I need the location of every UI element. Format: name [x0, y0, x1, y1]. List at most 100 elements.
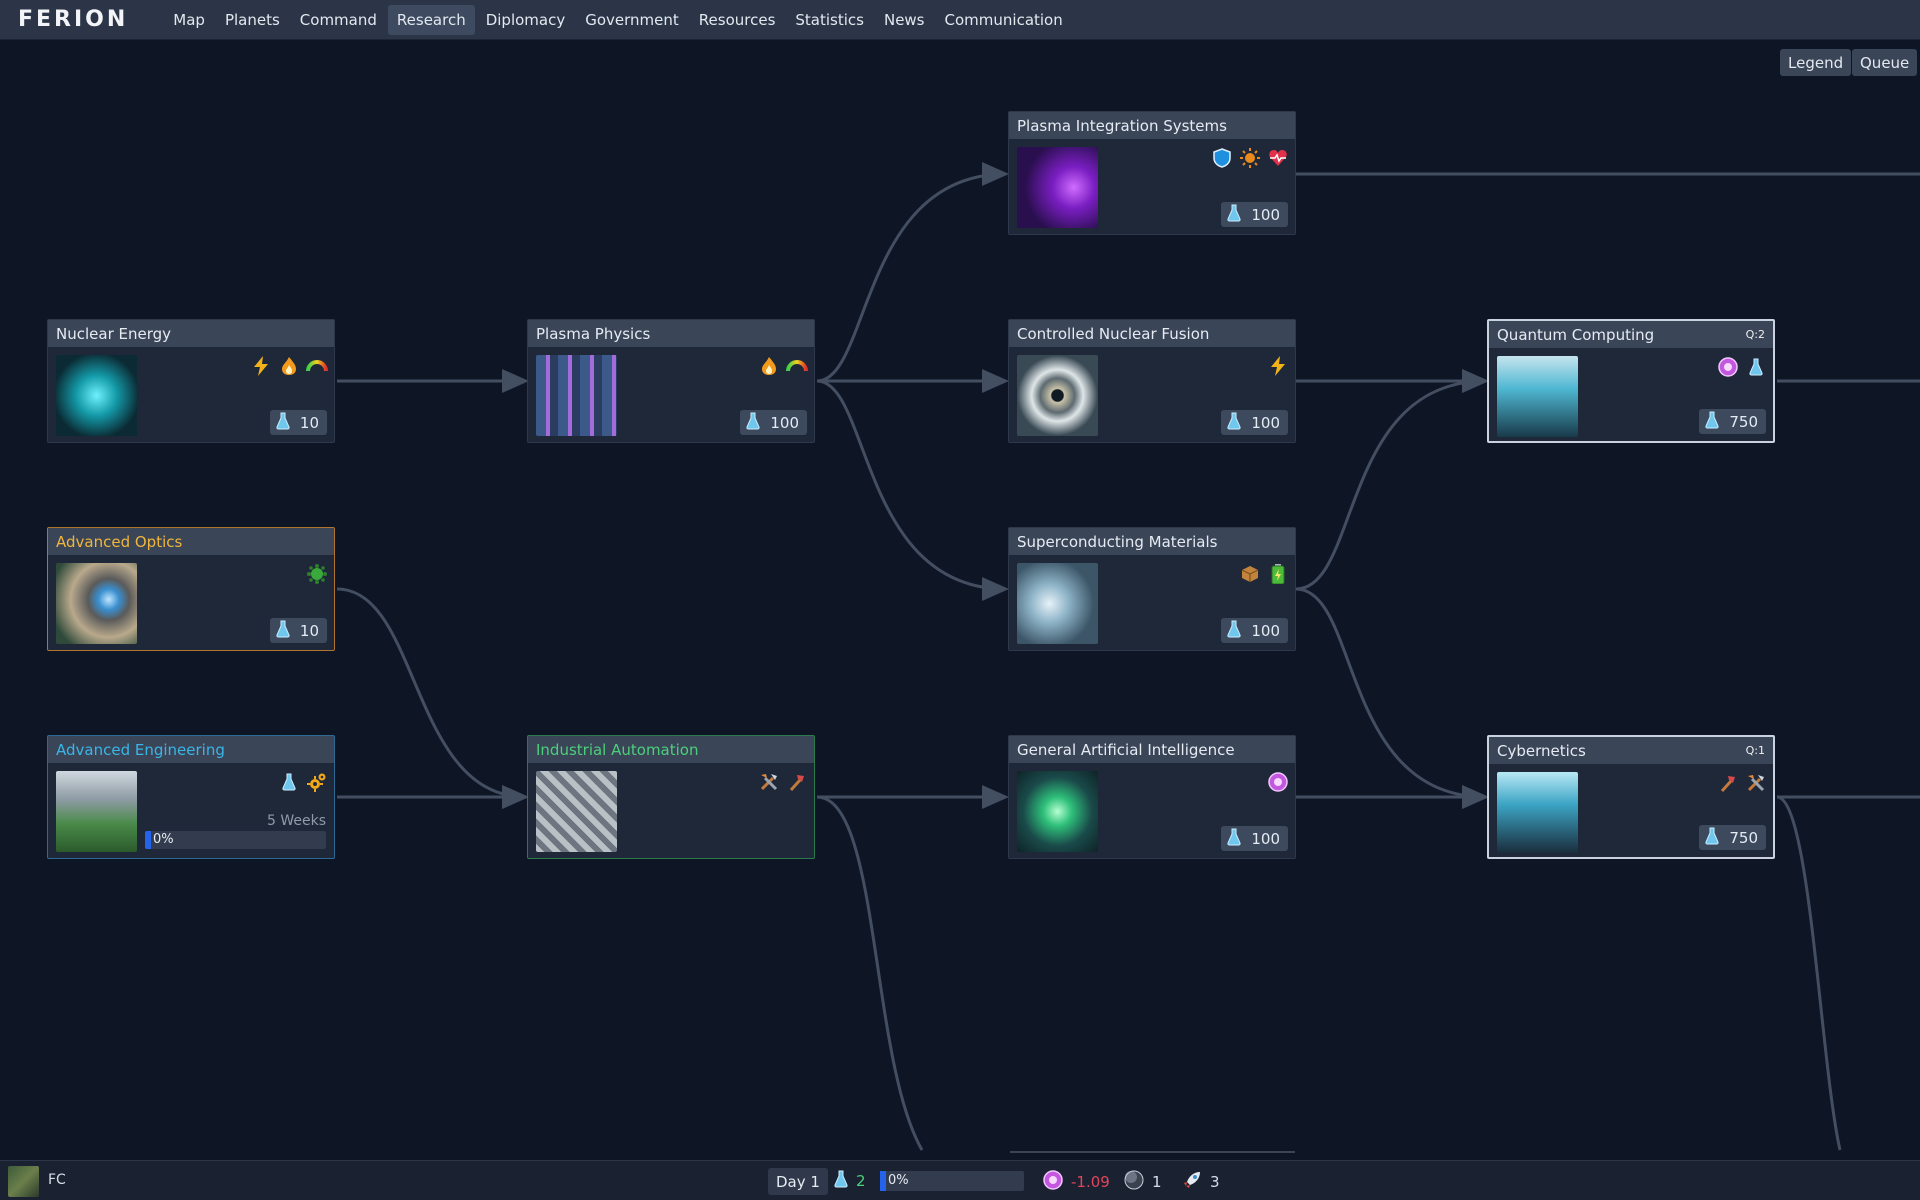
gauge-icon — [306, 355, 328, 377]
global-research-progress: 0% — [880, 1171, 1024, 1191]
top-navigation: FERION Map Planets Command Research Dipl… — [0, 0, 1920, 40]
legend-button[interactable]: Legend — [1780, 49, 1852, 76]
tech-title: Cybernetics — [1497, 741, 1586, 760]
heartbeat-icon — [1267, 147, 1289, 169]
queue-button[interactable]: Queue — [1852, 49, 1918, 76]
tech-nuclear-energy[interactable]: Nuclear Energy 10 — [47, 319, 335, 443]
tech-image — [1497, 356, 1578, 437]
tech-title: Controlled Nuclear Fusion — [1017, 324, 1210, 343]
flask-icon — [1705, 411, 1719, 433]
tech-title: General Artificial Intelligence — [1017, 740, 1235, 759]
nav-map[interactable]: Map — [173, 10, 205, 29]
sun-icon — [1239, 147, 1261, 169]
tech-plasma-integration-systems[interactable]: Plasma Integration Systems 100 — [1008, 111, 1296, 235]
flame-icon — [278, 355, 300, 377]
influence-icon — [1267, 771, 1289, 793]
tech-image — [56, 355, 137, 436]
flask-icon — [278, 771, 300, 793]
flask-icon — [1227, 828, 1241, 850]
tech-advanced-optics[interactable]: Advanced Optics 10 — [47, 527, 335, 651]
crate-icon — [1239, 563, 1261, 585]
cost-value: 100 — [1251, 205, 1280, 224]
nav-planets[interactable]: Planets — [224, 10, 280, 29]
queue-position-badge: Q:1 — [1745, 744, 1765, 757]
tech-plasma-physics[interactable]: Plasma Physics 100 — [527, 319, 815, 443]
flask-icon — [1705, 827, 1719, 849]
nav-statistics[interactable]: Statistics — [795, 10, 864, 29]
cost-value: 750 — [1729, 828, 1758, 847]
tech-controlled-nuclear-fusion[interactable]: Controlled Nuclear Fusion 100 — [1008, 319, 1296, 443]
tech-title: Advanced Engineering — [56, 740, 225, 759]
player-tag: FC — [48, 1172, 66, 1188]
nav-command[interactable]: Command — [299, 10, 377, 29]
cost-value: 750 — [1729, 412, 1758, 431]
flask-icon — [276, 620, 290, 642]
nav-resources[interactable]: Resources — [698, 10, 776, 29]
research-progress-bar: 0% — [145, 831, 326, 849]
research-eta: 5 Weeks — [266, 813, 326, 829]
tech-superconducting-materials[interactable]: Superconducting Materials 100 — [1008, 527, 1296, 651]
ships-stat: 3 — [1182, 1170, 1220, 1194]
tech-quantum-computing[interactable]: Quantum Computing Q:2 750 — [1487, 319, 1775, 443]
cost-value: 100 — [1251, 413, 1280, 432]
tech-title: Nuclear Energy — [56, 324, 172, 343]
planets-stat: 1 — [1124, 1170, 1162, 1194]
planet-icon — [1124, 1170, 1144, 1194]
battery-icon — [1267, 563, 1289, 585]
tech-image — [1017, 771, 1098, 852]
shield-icon — [1211, 147, 1233, 169]
nav-government[interactable]: Government — [585, 10, 679, 29]
nav-communication[interactable]: Communication — [944, 10, 1063, 29]
flame-icon — [758, 355, 780, 377]
tech-image — [1497, 772, 1578, 853]
tech-title: Industrial Automation — [536, 740, 699, 759]
hammer-icon — [786, 771, 808, 793]
planets-value: 1 — [1152, 1173, 1162, 1191]
flask-icon — [746, 412, 760, 434]
research-cost: 10 — [269, 618, 327, 643]
tech-general-artificial-intelligence[interactable]: General Artificial Intelligence 100 — [1008, 735, 1296, 859]
research-cost: 100 — [1221, 202, 1288, 227]
research-cost: 100 — [1221, 410, 1288, 435]
nav-research[interactable]: Research — [387, 4, 475, 35]
tech-image — [536, 771, 617, 852]
flask-icon — [1227, 620, 1241, 642]
influence-icon — [1043, 1170, 1063, 1194]
tech-advanced-engineering[interactable]: Advanced Engineering 5 Weeks 0% — [47, 735, 335, 859]
day-counter-button[interactable]: Day 1 — [768, 1168, 828, 1195]
cost-value: 100 — [770, 413, 799, 432]
research-rate: 2 — [834, 1170, 866, 1192]
nav-diplomacy[interactable]: Diplomacy — [485, 10, 566, 29]
tech-image — [56, 771, 137, 852]
tech-tree-links — [336, 162, 1920, 1153]
tech-image — [1017, 147, 1098, 228]
nav-news[interactable]: News — [883, 10, 925, 29]
research-cost: 750 — [1699, 825, 1766, 850]
tech-image — [1017, 355, 1098, 436]
lightning-icon — [1267, 355, 1289, 377]
tech-image — [56, 563, 137, 644]
tech-image — [536, 355, 617, 436]
cost-value: 100 — [1251, 621, 1280, 640]
queue-position-badge: Q:2 — [1745, 328, 1765, 341]
influence-value: -1.09 — [1071, 1173, 1110, 1191]
tech-title: Quantum Computing — [1497, 325, 1655, 344]
game-logo[interactable]: FERION — [18, 7, 129, 32]
tools-icon — [758, 771, 780, 793]
research-cost: 750 — [1699, 409, 1766, 434]
tech-title: Advanced Optics — [56, 532, 183, 551]
flask-icon — [1227, 412, 1241, 434]
ships-value: 3 — [1210, 1173, 1220, 1191]
avatar[interactable] — [8, 1166, 39, 1197]
tech-industrial-automation[interactable]: Industrial Automation — [527, 735, 815, 859]
research-rate-value: 2 — [856, 1172, 866, 1190]
influence-stat: -1.09 — [1043, 1170, 1110, 1194]
research-cost: 10 — [269, 410, 327, 435]
tech-cybernetics[interactable]: Cybernetics Q:1 750 — [1487, 735, 1775, 859]
flask-icon — [834, 1170, 848, 1192]
tech-title: Plasma Physics — [536, 324, 651, 343]
research-cost: 100 — [740, 410, 807, 435]
cost-value: 10 — [299, 413, 319, 432]
rocket-icon — [1182, 1170, 1202, 1194]
tools-icon — [1745, 772, 1767, 794]
